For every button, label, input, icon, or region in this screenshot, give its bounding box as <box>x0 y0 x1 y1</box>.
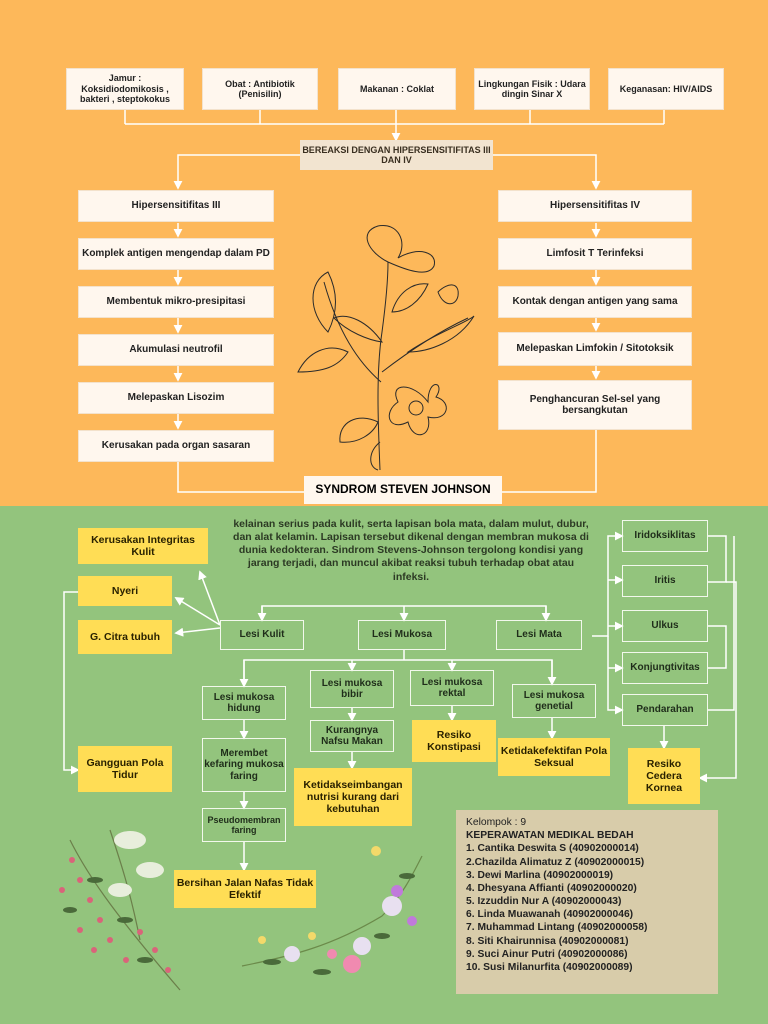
effect-pseudomembrane: Pseudomembran faring <box>202 808 286 842</box>
group-member: 1. Cantika Deswita S (40902000014) <box>466 843 639 855</box>
reaction-box: BEREAKSI DENGAN HIPERSENSITIFITAS III DA… <box>300 140 493 170</box>
syndrome-description: kelainan serius pada kulit, serta lapisa… <box>233 518 589 583</box>
flower-decoration-left <box>59 829 181 991</box>
mucosa-genital: Lesi mukosa genetial <box>512 684 596 718</box>
left-chain-item: Komplek antigen mengendap dalam PD <box>78 238 274 270</box>
group-member: 10. Susi Milanurfita (40902000089) <box>466 961 633 973</box>
cause-fungus: Jamur : Koksidiodomikosis , bakteri , st… <box>66 68 184 110</box>
mucosa-lip: Lesi mukosa bibir <box>310 670 394 708</box>
diagnosis-sleep: Gangguan Pola Tidur <box>78 746 172 792</box>
flower-illustration <box>297 225 475 471</box>
diagnosis-pain: Nyeri <box>78 576 172 606</box>
lesion-mucosa: Lesi Mukosa <box>358 620 446 650</box>
mucosa-rectal: Lesi mukosa rektal <box>410 670 494 706</box>
group-member: 2.Chazilda Alimatuz Z (40902000015) <box>466 856 645 868</box>
group-member: 9. Suci Ainur Putri (40902000086) <box>466 948 628 960</box>
eye-item: Ulkus <box>622 610 708 642</box>
cause-drug: Obat : Antibiotik (Penisilin) <box>202 68 318 110</box>
group-member: 7. Muhammad Lintang (40902000058) <box>466 922 648 934</box>
group-member: 4. Dhesyana Affianti (40902000020) <box>466 882 637 894</box>
eye-item: Pendarahan <box>622 694 708 726</box>
diagnosis-nutrition: Ketidakseimbangan nutrisi kurang dari ke… <box>294 768 412 826</box>
left-chain-item: Membentuk mikro-presipitasi <box>78 286 274 318</box>
right-chain-item: Hipersensitifitas IV <box>498 190 692 222</box>
left-chain-item: Melepaskan Lisozim <box>78 382 274 414</box>
diagnosis-airway: Bersihan Jalan Nafas Tidak Efektif <box>174 870 316 908</box>
lesion-skin: Lesi Kulit <box>220 620 304 650</box>
flower-decoration-center <box>241 846 423 975</box>
group-title: Kelompok : 9 <box>466 817 527 828</box>
right-chain-item: Penghancuran Sel-sel yang bersangkutan <box>498 380 692 430</box>
left-chain-item: Kerusakan pada organ sasaran <box>78 430 274 462</box>
cause-malignancy: Keganasan: HIV/AIDS <box>608 68 724 110</box>
group-info-panel: Kelompok : 9 KEPERAWATAN MEDIKAL BEDAH 1… <box>456 810 718 994</box>
left-chain-item: Akumulasi neutrofil <box>78 334 274 366</box>
diagnosis-constipation: Resiko Konstipasi <box>412 720 496 762</box>
eye-item: Konjungtivitas <box>622 652 708 684</box>
diagnosis-cornea: Resiko Cedera Kornea <box>628 748 700 804</box>
group-member: 5. Izzuddin Nur A (40902000043) <box>466 896 622 908</box>
left-chain-item: Hipersensitifitas III <box>78 190 274 222</box>
eye-item: Iritis <box>622 565 708 597</box>
cause-food: Makanan : Coklat <box>338 68 456 110</box>
group-subject: KEPERAWATAN MEDIKAL BEDAH <box>466 830 634 842</box>
group-member: 3. Dewi Marlina (40902000019) <box>466 869 614 881</box>
cause-environment: Lingkungan Fisik : Udara dingin Sinar X <box>474 68 590 110</box>
lesion-eye: Lesi Mata <box>496 620 582 650</box>
group-member: 8. Siti Khairunnisa (40902000081) <box>466 935 629 947</box>
right-chain-item: Melepaskan Limfokin / Sitotoksik <box>498 332 692 366</box>
right-chain-item: Kontak dengan antigen yang sama <box>498 286 692 318</box>
mucosa-nose: Lesi mukosa hidung <box>202 686 286 720</box>
group-member: 6. Linda Muawanah (40902000046) <box>466 909 634 921</box>
syndrome-title: SYNDROM STEVEN JOHNSON <box>304 476 502 504</box>
diagnosis-sexual: Ketidakefektifan Pola Seksual <box>498 738 610 776</box>
eye-item: Iridoksiklitas <box>622 520 708 552</box>
diagnosis-skin-integrity: Kerusakan Integritas Kulit <box>78 528 208 564</box>
right-chain-item: Limfosit T Terinfeksi <box>498 238 692 270</box>
diagnosis-body-image: G. Citra tubuh <box>78 620 172 654</box>
effect-pharynx: Merembet kefaring mukosa faring <box>202 738 286 792</box>
effect-appetite: Kurangnya Nafsu Makan <box>310 720 394 752</box>
